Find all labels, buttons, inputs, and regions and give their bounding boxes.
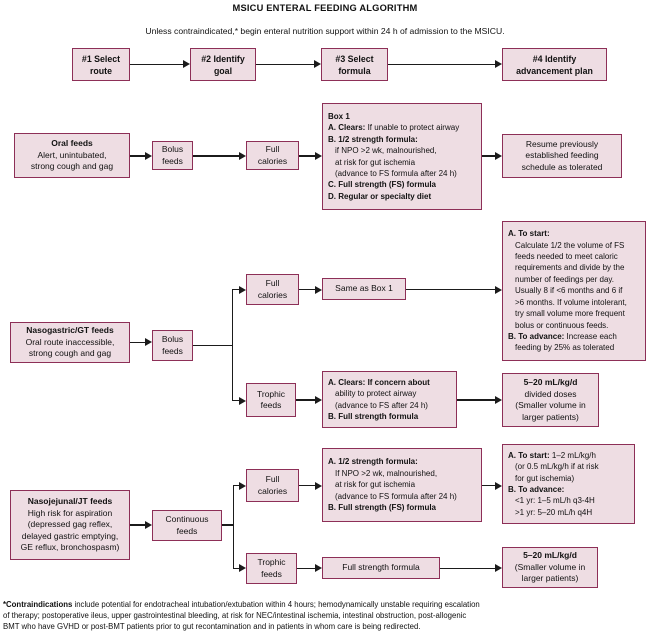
nasogastric-title: Nasogastric/GT feeds bbox=[26, 325, 114, 336]
ng-trophic-option-a-detail: ability to protect airway (advance to FS… bbox=[335, 389, 428, 410]
flow-arrow bbox=[297, 564, 322, 572]
nj-full-formula-box: A. 1/2 strength formula: If NPO >2 wk, m… bbox=[322, 448, 482, 522]
ng-full-calories-box: Full calories bbox=[246, 274, 299, 305]
oral-feeds-title: Oral feeds bbox=[51, 138, 93, 149]
flow-arrow bbox=[299, 152, 322, 160]
nj-continuous-feeds-box: Continuous feeds bbox=[152, 510, 222, 541]
ng-plan-start-detail: Calculate 1/2 the volume of FS feeds nee… bbox=[515, 240, 627, 330]
nasojejunal-criteria: High risk for aspiration (depressed gag … bbox=[20, 507, 120, 553]
nj-plan-advance-detail: <1 yr: 1–5 mL/h q3-4H >1 yr: 5–20 mL/h q… bbox=[515, 496, 595, 517]
step-3-select-formula-box: #3 Select formula bbox=[321, 48, 388, 81]
ng-bolus-feeds-box: Bolus feeds bbox=[152, 330, 193, 361]
ng-plan-advance-detail: feeding by 25% as tolerated bbox=[515, 343, 615, 353]
flow-arrow bbox=[482, 482, 502, 489]
ng-plan-advance-label: B. To advance: bbox=[508, 331, 565, 341]
page-title: MSICU ENTERAL FEEDING ALGORITHM bbox=[232, 3, 418, 13]
nj-trophic-feeds-box: Trophic feeds bbox=[246, 553, 297, 584]
footnote: *Contraindications include potential for… bbox=[3, 600, 648, 632]
nj-full-advancement-box: A. To start: 1–2 mL/kg/h (or 0.5 mL/kg/h… bbox=[502, 444, 635, 524]
step-2-identify-goal-box: #2 Identify goal bbox=[190, 48, 256, 81]
flow-arrow bbox=[256, 60, 321, 68]
flow-arrow bbox=[130, 152, 152, 160]
connector-line bbox=[193, 344, 233, 347]
oral-resume-schedule-box: Resume previously established feeding sc… bbox=[502, 134, 622, 178]
box1-option-b-detail: if NPO >2 wk, malnourished, at risk for … bbox=[335, 146, 457, 178]
nasojejunal-source-box: Nasojejunal/JT feeds High risk for aspir… bbox=[10, 490, 130, 560]
box1-option-b-label: B. 1/2 strength formula: bbox=[328, 134, 418, 144]
nasogastric-source-box: Nasogastric/GT feeds Oral route inaccess… bbox=[10, 322, 130, 363]
nj-formula-option-b-label: B. Full strength (FS) formula bbox=[328, 503, 436, 513]
nj-trophic-dose-value: 5–20 mL/kg/d bbox=[523, 550, 577, 561]
box1-option-d-label: D. Regular or specialty diet bbox=[328, 191, 432, 201]
connector-line bbox=[222, 524, 234, 526]
oral-feeds-criteria: Alert, unintubated, strong cough and gag bbox=[30, 149, 114, 172]
footnote-text: include potential for endotracheal intub… bbox=[3, 600, 480, 631]
flow-arrow bbox=[388, 60, 502, 68]
flow-arrow bbox=[296, 396, 322, 404]
flow-arrow bbox=[193, 152, 246, 160]
nj-formula-option-a-detail: If NPO >2 wk, malnourished, at risk for … bbox=[335, 468, 457, 501]
footnote-contraindications-label: *Contraindications bbox=[3, 600, 73, 609]
box1-option-c-label: C. Full strength (FS) formula bbox=[328, 180, 436, 190]
flow-arrow bbox=[233, 482, 246, 489]
flow-arrow bbox=[233, 564, 246, 572]
flow-arrow bbox=[440, 564, 502, 572]
nj-plan-start-label: A. To start: bbox=[508, 450, 550, 460]
flow-arrow bbox=[130, 521, 152, 529]
flow-arrow bbox=[457, 396, 502, 404]
nj-plan-start-text: 1–2 mL/kg/h bbox=[549, 450, 596, 460]
flow-arrow bbox=[299, 482, 322, 489]
nj-trophic-formula-box: Full strength formula bbox=[322, 557, 440, 579]
nj-plan-advance-label: B. To advance: bbox=[508, 485, 565, 494]
flow-arrow bbox=[406, 286, 502, 293]
ng-trophic-formula-box: A. Clears: If concern about ability to p… bbox=[322, 371, 457, 428]
flow-arrow bbox=[232, 397, 246, 404]
ng-trophic-dose-value: 5–20 mL/kg/d bbox=[523, 377, 578, 387]
oral-bolus-feeds-box: Bolus feeds bbox=[152, 141, 193, 170]
ng-plan-advance-text: Increase each bbox=[564, 331, 617, 341]
nj-formula-option-a-label: A. 1/2 strength formula: bbox=[328, 457, 418, 467]
branch-line bbox=[231, 289, 234, 401]
flow-arrow bbox=[130, 338, 152, 346]
nj-full-calories-box: Full calories bbox=[246, 469, 299, 502]
box1-heading: Box 1 bbox=[328, 111, 350, 121]
flow-arrow bbox=[130, 60, 190, 68]
nj-trophic-dose-box: 5–20 mL/kg/d (Smaller volume in larger p… bbox=[502, 547, 598, 588]
step-4-advancement-plan-box: #4 Identify advancement plan bbox=[502, 48, 607, 81]
nj-plan-start-detail: (or 0.5 mL/kg/h if at risk for gut ische… bbox=[515, 462, 599, 483]
nasojejunal-title: Nasojejunal/JT feeds bbox=[27, 496, 113, 507]
ng-trophic-feeds-box: Trophic feeds bbox=[246, 383, 296, 417]
ng-trophic-option-a-label: A. Clears: If concern about bbox=[328, 377, 430, 387]
flow-arrow bbox=[299, 286, 322, 293]
step-1-select-route-box: #1 Select route bbox=[72, 48, 130, 81]
ng-trophic-dose-note: divided doses (Smaller volume in larger … bbox=[515, 388, 586, 422]
flow-arrow bbox=[482, 152, 502, 160]
ng-trophic-option-b-label: B. Full strength formula bbox=[328, 411, 419, 421]
box1-option-a-label: A. Clears: bbox=[328, 123, 366, 133]
ng-trophic-dose-box: 5–20 mL/kg/d divided doses (Smaller volu… bbox=[502, 373, 599, 427]
page-subtitle: Unless contraindicated,* begin enteral n… bbox=[145, 26, 505, 36]
flow-arrow bbox=[232, 286, 246, 293]
ng-plan-start-label: A. To start: bbox=[508, 229, 550, 239]
nj-trophic-dose-note: (Smaller volume in larger patients) bbox=[514, 561, 586, 584]
oral-feeds-source-box: Oral feeds Alert, unintubated, strong co… bbox=[14, 133, 130, 178]
box1-option-a-text: If unable to protect airway bbox=[365, 123, 460, 133]
box1-formula-options: Box 1 A. Clears: If unable to protect ai… bbox=[322, 103, 482, 210]
oral-full-calories-box: Full calories bbox=[246, 141, 299, 170]
ng-same-as-box1-box: Same as Box 1 bbox=[322, 278, 406, 300]
ng-full-advancement-box: A. To start: Calculate 1/2 the volume of… bbox=[502, 221, 646, 361]
nasogastric-criteria: Oral route inaccessible, strong cough an… bbox=[25, 336, 115, 359]
branch-line bbox=[232, 485, 235, 569]
